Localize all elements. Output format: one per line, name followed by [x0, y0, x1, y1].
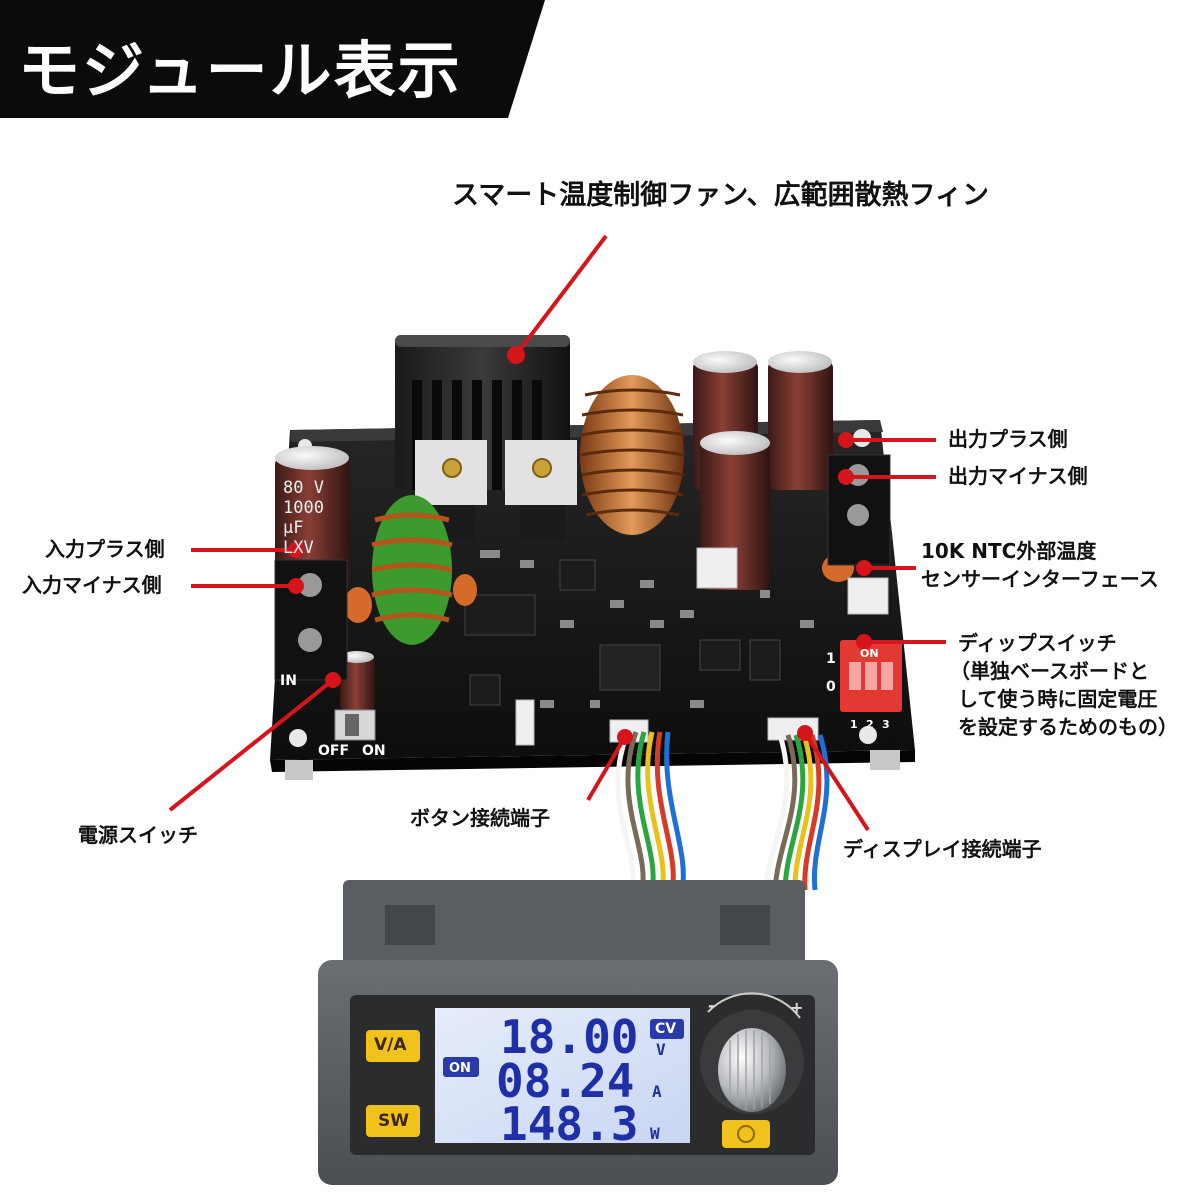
callout-power-switch: 電源スイッチ — [78, 823, 198, 847]
title-banner: モジュール表示 — [0, 0, 545, 118]
display-module — [318, 880, 838, 1185]
cv-badge: CV — [655, 1021, 677, 1037]
callout-output-minus: 出力マイナス側 — [948, 464, 1088, 488]
banner-shape — [0, 0, 545, 118]
dip-level-1: 1 — [826, 651, 836, 667]
dip-switch — [840, 640, 902, 712]
callout-lines — [168, 234, 946, 832]
current-readout: 08.24 — [496, 1054, 635, 1108]
capacitor-marking: 80 V 1000 μF LXV — [283, 478, 324, 558]
voltage-readout: 18.00 — [500, 1010, 639, 1064]
callout-dip-line4: を設定するためのもの） — [958, 715, 1178, 739]
callout-input-plus: 入力プラス側 — [45, 537, 165, 561]
callout-display-connector: ディスプレイ接続端子 — [843, 837, 1042, 861]
sw-button-label: SW — [378, 1111, 409, 1131]
callout-dip-line3: して使う時に固定電圧 — [958, 687, 1158, 711]
in-label: IN — [280, 673, 297, 689]
callout-output-plus: 出力プラス側 — [948, 427, 1068, 451]
callout-dip-line2: （単独ベースボードと — [950, 659, 1149, 683]
switch-on-label: ON — [362, 743, 386, 759]
callout-input-minus: 入力マイナス側 — [22, 573, 162, 597]
va-button-shape — [366, 1030, 420, 1062]
callout-ntc-line2: センサーインターフェース — [921, 567, 1159, 591]
knob-minus: - — [708, 996, 715, 1015]
knob-plus: + — [790, 998, 804, 1017]
banner-title: モジュール表示 — [18, 34, 462, 107]
callout-fan: スマート温度制御ファン、広範囲散熱フィン — [452, 180, 990, 211]
callout-button-connector: ボタン接続端子 — [410, 806, 550, 830]
current-unit: A — [652, 1082, 662, 1101]
dip-number-3: 3 — [882, 718, 890, 731]
sw-button-shape — [366, 1105, 420, 1137]
dip-number-1: 1 — [850, 718, 858, 731]
callout-dip-line1: ディップスイッチ — [958, 631, 1117, 655]
callout-ntc-line1: 10K NTC外部温度 — [921, 539, 1097, 563]
dip-level-0: 0 — [826, 679, 836, 695]
switch-off-label: OFF — [318, 743, 350, 759]
voltage-unit: V — [656, 1040, 666, 1059]
green-inductor — [371, 495, 453, 645]
ribbon-cables — [615, 731, 830, 891]
dip-on-label: ON — [860, 647, 879, 660]
va-button-label: V/A — [374, 1035, 407, 1055]
power-readout: 148.3 — [500, 1097, 639, 1151]
on-badge: ON — [449, 1061, 471, 1076]
power-unit: W — [650, 1124, 660, 1143]
dip-number-2: 2 — [866, 718, 874, 731]
toroid-inductor — [580, 375, 685, 535]
